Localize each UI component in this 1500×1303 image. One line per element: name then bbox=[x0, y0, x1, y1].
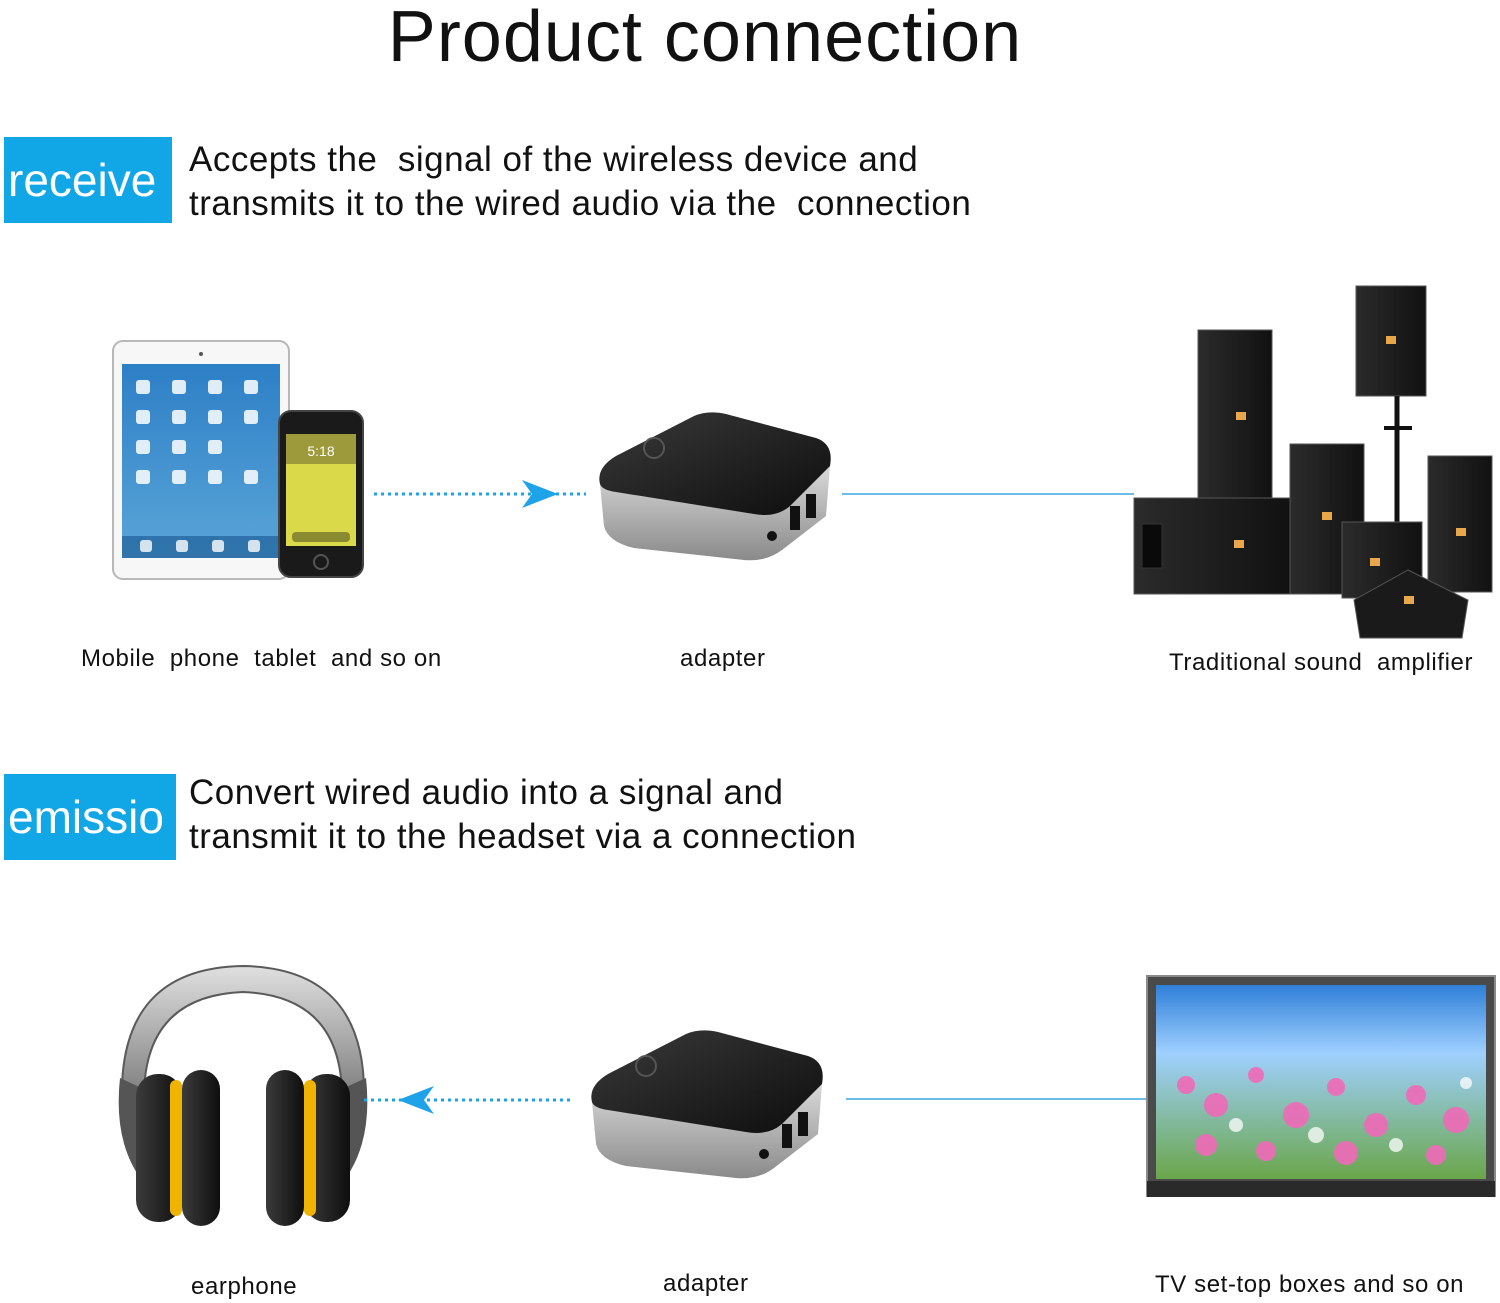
receive-description-line1: Accepts the signal of the wireless devic… bbox=[189, 140, 919, 179]
label-adapter-emission: adapter bbox=[663, 1270, 749, 1297]
wired-line-emission bbox=[846, 1098, 1146, 1100]
label-earphone: earphone bbox=[191, 1273, 298, 1300]
wireless-arrow-left bbox=[364, 1086, 570, 1114]
adapter-icon bbox=[591, 1030, 823, 1179]
page-title: Product connection bbox=[387, 0, 1023, 77]
receive-description: Accepts the signal of the wireless devic… bbox=[189, 138, 971, 226]
label-adapter-receive: adapter bbox=[680, 645, 766, 672]
label-mobile-phone-tablet: Mobile phone tablet and so on bbox=[81, 645, 442, 672]
wired-line-receive bbox=[842, 493, 1134, 495]
tablet-icon bbox=[112, 340, 290, 580]
receive-badge: receive bbox=[4, 137, 172, 223]
speakers-icon bbox=[1133, 285, 1493, 639]
headphones-icon bbox=[118, 964, 368, 1226]
emission-badge: emissio bbox=[4, 774, 176, 860]
svg-text:5:18: 5:18 bbox=[307, 443, 334, 459]
emission-description-line2: transmit it to the headset via a connect… bbox=[189, 817, 857, 856]
label-traditional-sound-amplifier: Traditional sound amplifier bbox=[1169, 649, 1474, 676]
emission-description: Convert wired audio into a signal and tr… bbox=[189, 771, 856, 859]
wireless-arrow-right bbox=[374, 480, 586, 508]
emission-description-line1: Convert wired audio into a signal and bbox=[189, 773, 784, 812]
label-tv-set-top-boxes: TV set-top boxes and so on bbox=[1155, 1271, 1465, 1298]
receive-description-line2: transmits it to the wired audio via the … bbox=[189, 184, 972, 223]
phone-icon: 5:18 bbox=[278, 410, 364, 578]
tv-icon bbox=[1146, 975, 1496, 1197]
adapter-icon bbox=[599, 412, 831, 561]
